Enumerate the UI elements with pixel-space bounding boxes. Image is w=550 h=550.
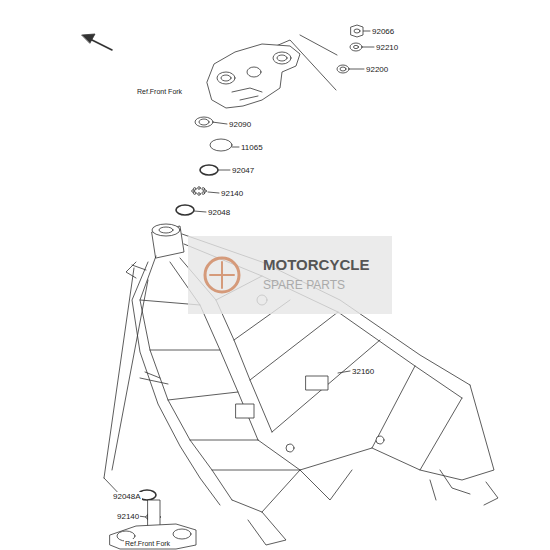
callout-number: 92066 xyxy=(371,27,395,37)
callout-number: 92048 xyxy=(207,208,231,218)
callout-number: 92090 xyxy=(228,120,252,130)
callout-number: 92048A xyxy=(112,492,142,502)
reference-note: Ref.Front Fork xyxy=(136,87,183,96)
watermark: MOTORCYCLE xyxy=(262,256,370,273)
callout-number: 92140 xyxy=(220,189,244,199)
callout-number: 92200 xyxy=(365,65,389,75)
callout-number: 11065 xyxy=(240,143,264,153)
callout-number: 32160 xyxy=(351,367,375,377)
callout-number: 92047 xyxy=(231,166,255,176)
callout-number: 92210 xyxy=(375,43,399,53)
watermark: SPARE PARTS xyxy=(262,278,346,292)
callout-number: 92140 xyxy=(116,512,140,522)
reference-note: Ref.Front Fork xyxy=(124,539,171,548)
